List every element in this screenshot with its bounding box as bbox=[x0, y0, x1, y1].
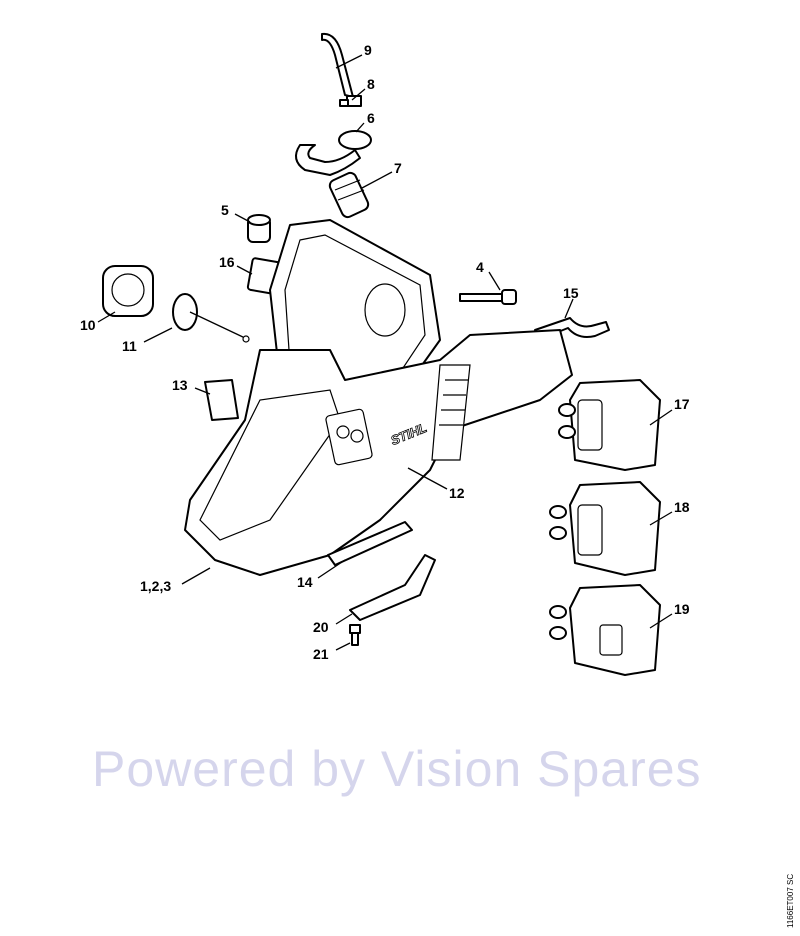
part-15-tube bbox=[534, 317, 610, 341]
callout-7: 7 bbox=[394, 160, 402, 176]
part-8-fitting bbox=[339, 95, 362, 107]
callout-17: 17 bbox=[674, 396, 690, 412]
watermark: Powered by Vision Spares bbox=[92, 741, 702, 797]
fuel-hose bbox=[295, 144, 361, 176]
callout-13: 13 bbox=[172, 377, 188, 393]
part-21-screw bbox=[349, 624, 361, 646]
callout-10: 10 bbox=[80, 317, 96, 333]
part-18-cover bbox=[549, 481, 661, 576]
part-5-valve bbox=[247, 214, 271, 243]
part-14-strip bbox=[327, 521, 413, 566]
callout-9: 9 bbox=[364, 42, 372, 58]
callout-1-2-3: 1,2,3 bbox=[140, 578, 171, 594]
part-17-cover bbox=[558, 379, 661, 471]
callout-4: 4 bbox=[476, 259, 484, 275]
callout-18: 18 bbox=[674, 499, 690, 515]
callout-5: 5 bbox=[221, 202, 229, 218]
callout-12: 12 bbox=[449, 485, 465, 501]
part-9-hose bbox=[321, 32, 354, 98]
part-4-bolt bbox=[459, 289, 517, 305]
part-20-bracket bbox=[349, 554, 436, 621]
part-19-cover bbox=[549, 584, 661, 676]
leader-lines bbox=[97, 54, 673, 651]
callout-15: 15 bbox=[563, 285, 579, 301]
callout-8: 8 bbox=[367, 76, 375, 92]
part-6-grommet bbox=[338, 130, 372, 150]
part-10-pump bbox=[102, 265, 154, 317]
callout-19: 19 bbox=[674, 601, 690, 617]
part-13-plate bbox=[204, 379, 239, 421]
callout-16: 16 bbox=[219, 254, 235, 270]
callout-20: 20 bbox=[313, 619, 329, 635]
part-1-2-3-housing: STIHL bbox=[184, 219, 573, 576]
part-7-fuel-filter bbox=[328, 171, 370, 219]
callout-21: 21 bbox=[313, 646, 329, 662]
callout-6: 6 bbox=[367, 110, 375, 126]
callout-11: 11 bbox=[122, 338, 137, 354]
callout-14: 14 bbox=[297, 574, 313, 590]
drawing-code: 1166ET007 SC bbox=[786, 873, 795, 928]
part-11-o-ring bbox=[172, 293, 198, 331]
